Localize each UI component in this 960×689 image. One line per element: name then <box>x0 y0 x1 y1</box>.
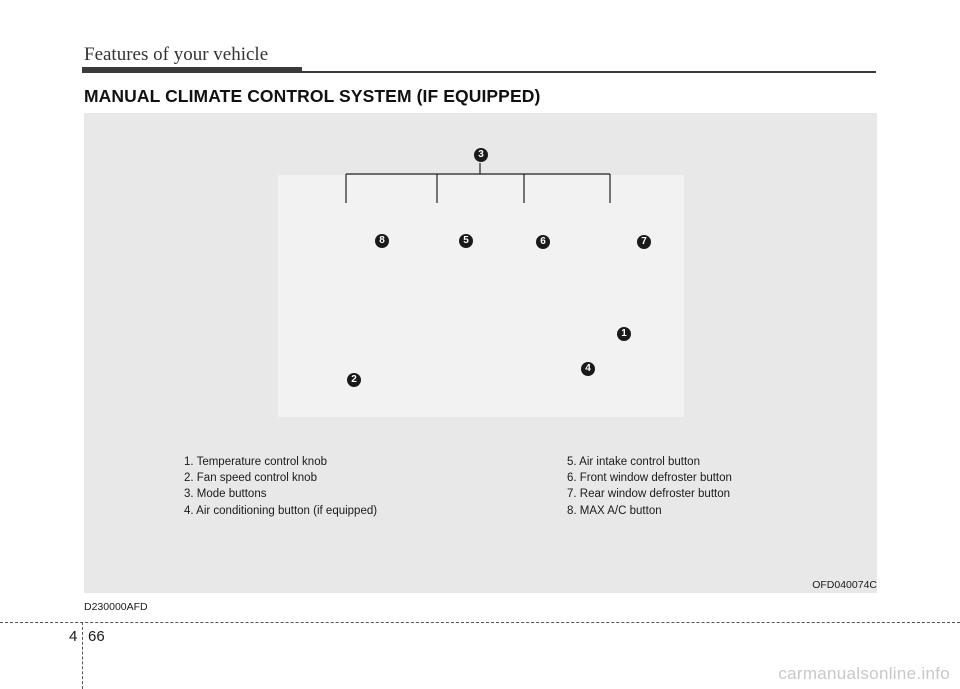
control-panel-photo <box>278 175 684 417</box>
legend-item: 4. Air conditioning button (if equipped) <box>184 504 378 517</box>
doc-code: D230000AFD <box>84 601 148 613</box>
callout-3: 3 <box>474 148 488 162</box>
footer-vrule <box>82 622 83 689</box>
watermark: carmanualsonline.info <box>778 664 950 683</box>
legend-item: 6. Front window defroster button <box>567 472 732 485</box>
header-rule <box>302 71 876 73</box>
legend-left: 1. Temperature control knob 2. Fan speed… <box>184 454 377 519</box>
legend-item: 7. Rear window defroster button <box>567 488 731 501</box>
callout-4: 4 <box>581 362 595 376</box>
page-chapter: 4 <box>69 628 78 645</box>
mode-buttons-bracket <box>345 163 611 203</box>
figure-code: OFD040074C <box>812 579 877 591</box>
figure-panel: 3 8 5 6 7 1 4 2 1. Temperature control k… <box>84 113 877 593</box>
page-number: 66 <box>88 628 105 645</box>
legend-item: 2. Fan speed control knob <box>184 472 317 485</box>
header-bar <box>82 67 302 73</box>
legend-item: 8. MAX A/C button <box>567 504 662 517</box>
callout-1: 1 <box>617 327 631 341</box>
callout-6: 6 <box>536 235 550 249</box>
callout-5: 5 <box>459 234 473 248</box>
callout-2: 2 <box>347 373 361 387</box>
legend-item: 1. Temperature control knob <box>184 456 327 468</box>
footer-rule <box>0 622 960 623</box>
legend-right: 5. Air intake control button 6. Front wi… <box>567 454 732 519</box>
callout-8: 8 <box>375 234 389 248</box>
section-header-label: Features of your vehicle <box>84 44 269 65</box>
section-title: MANUAL CLIMATE CONTROL SYSTEM (IF EQUIPP… <box>84 86 541 106</box>
callout-7: 7 <box>637 235 651 249</box>
legend-item: 5. Air intake control button <box>567 456 700 468</box>
legend-item: 3. Mode buttons <box>184 488 267 501</box>
